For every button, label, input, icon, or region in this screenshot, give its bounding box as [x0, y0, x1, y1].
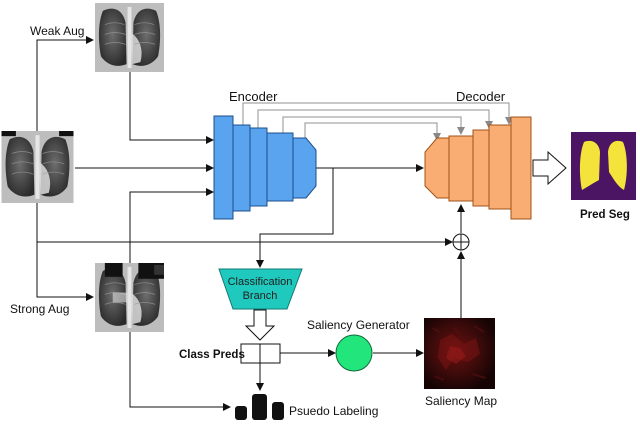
- classification-label-line1: Classification: [228, 276, 293, 288]
- skip-connection-3: [282, 116, 465, 135]
- line-weak-aug-to-encoder: [129, 72, 214, 144]
- decoder-label: Decoder: [456, 89, 506, 104]
- encoder-layer-1: [213, 115, 234, 220]
- encoder-layer-2: [232, 124, 251, 212]
- skip-connection-1: [242, 102, 513, 125]
- encoder-layer-4: [266, 132, 294, 202]
- pred-seg-image: [571, 132, 636, 200]
- saliency-generator-node: [335, 334, 373, 372]
- chest-xray-icon: [1, 131, 74, 203]
- skip-connection-4: [304, 122, 441, 141]
- pseudo-labeling-label: Psuedo Labeling: [289, 404, 378, 418]
- saliency-map-label: Saliency Map: [425, 394, 497, 408]
- sum-circle-icon: [452, 233, 470, 251]
- classification-label-line2: Branch: [243, 290, 278, 302]
- encoder-block: [213, 115, 317, 220]
- decoder-layer-1: [448, 135, 474, 202]
- line-strong-aug-to-pseudo: [129, 331, 231, 411]
- decoder-layer-4: [510, 116, 532, 220]
- chest-xray-icon: [94, 3, 165, 72]
- line-encoder-to-classification: [256, 168, 334, 268]
- pseudo-labeling-icon: [235, 394, 284, 420]
- class-preds-label: Class Preds: [179, 349, 245, 361]
- line-input-to-weak-aug: [36, 36, 94, 131]
- pred-seg-label: Pred Seg: [580, 209, 630, 221]
- decoder-layer-3: [488, 124, 512, 210]
- strong-aug-image: [94, 263, 165, 332]
- saliency-generator-label: Saliency Generator: [307, 318, 410, 332]
- chest-xray-icon: [94, 263, 165, 332]
- weak-aug-image: [94, 3, 165, 72]
- saliency-map-image: [424, 318, 495, 389]
- connections: [36, 36, 465, 411]
- output-arrow: [532, 150, 567, 186]
- skip-connections: [242, 102, 513, 141]
- input-xray-image: [1, 131, 74, 203]
- strong-aug-label: Strong Aug: [10, 302, 69, 316]
- decoder-bottleneck: [424, 137, 450, 199]
- encoder-bottleneck: [292, 137, 317, 199]
- skip-connection-2: [257, 109, 493, 129]
- decoder-block: [424, 116, 532, 220]
- weak-aug-label: Weak Aug: [30, 24, 84, 38]
- classification-branch: Classification Branch: [218, 268, 303, 310]
- decoder-layer-2: [472, 129, 490, 207]
- line-input-to-strong-aug: [36, 202, 94, 301]
- encoder-label: Encoder: [229, 89, 278, 104]
- line-strong-aug-to-encoder: [129, 188, 214, 263]
- encoder-layer-3: [249, 127, 268, 207]
- lung-segmentation-icon: [571, 132, 636, 200]
- classification-down-arrow: [244, 309, 276, 341]
- saliency-heatmap-icon: [424, 318, 495, 389]
